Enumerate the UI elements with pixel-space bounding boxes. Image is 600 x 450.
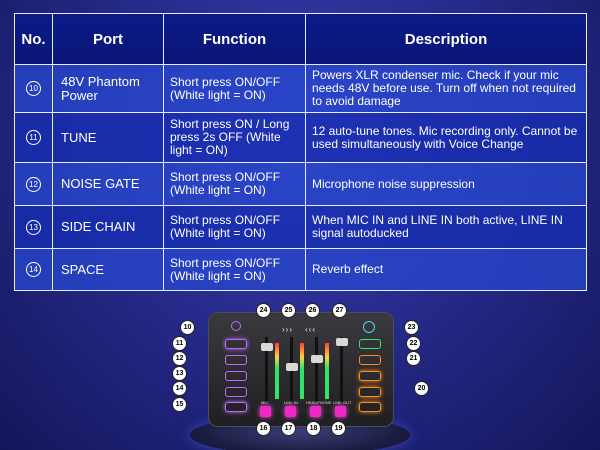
- callout-27: 27: [332, 303, 347, 318]
- number-badge: 11: [26, 130, 41, 145]
- headphone-pad: [310, 406, 321, 417]
- line-in-label: LINE IN: [284, 400, 299, 405]
- port-description: When MIC IN and LINE IN both active, LIN…: [305, 205, 587, 249]
- arrow-right-glyphs: ›››: [282, 325, 293, 334]
- callout-14: 14: [172, 381, 187, 396]
- row-number: 13: [14, 205, 53, 249]
- header-port: Port: [52, 13, 164, 65]
- side-chain-button: [225, 371, 247, 381]
- port-description: Microphone noise suppression: [305, 162, 587, 206]
- callout-12: 12: [172, 351, 187, 366]
- callout-21: 21: [406, 351, 421, 366]
- port-function: Short press ON / Long press 2s OFF (Whit…: [163, 112, 306, 163]
- line-out-fader-knob: [336, 338, 348, 346]
- port-function-table: No. Port Function Description 10 48V Pha…: [14, 13, 587, 291]
- callout-25: 25: [281, 303, 296, 318]
- port-function: Short press ON/OFF (White light = ON): [163, 162, 306, 206]
- number-badge: 12: [26, 176, 41, 192]
- callout-18: 18: [306, 421, 321, 436]
- port-description: Reverb effect: [305, 248, 587, 291]
- port-name: 48V Phantom Power: [52, 64, 164, 113]
- line-in-pad: [285, 406, 296, 417]
- line-in-fader-knob: [286, 363, 298, 371]
- callout-19: 19: [331, 421, 346, 436]
- change-mode-button: [359, 339, 381, 349]
- table-row: 14 SPACE Short press ON/OFF (White light…: [14, 248, 587, 291]
- arrow-left-glyphs: ‹‹‹: [305, 325, 316, 334]
- reverb-button: [225, 402, 247, 412]
- mic-label: MIC: [261, 400, 269, 405]
- noise-gate-button: [225, 355, 247, 365]
- callout-23: 23: [404, 320, 419, 335]
- port-function: Short press ON/OFF (White light = ON): [163, 205, 306, 249]
- line-out-label: LINE OUT: [333, 400, 352, 405]
- table-row: 13 SIDE CHAIN Short press ON/OFF (White …: [14, 205, 587, 249]
- sound-pad-3: [359, 402, 381, 412]
- table-header-row: No. Port Function Description: [14, 13, 587, 65]
- callout-20: 20: [414, 381, 429, 396]
- voice-change-button: [359, 355, 381, 365]
- callout-26: 26: [305, 303, 320, 318]
- port-name: SIDE CHAIN: [52, 205, 164, 249]
- port-description: Powers XLR condenser mic. Check if your …: [305, 64, 587, 113]
- mic-level-meter: [275, 343, 279, 399]
- callout-10: 10: [180, 320, 195, 335]
- row-number: 10: [14, 64, 53, 113]
- phantom-power-button: [231, 321, 241, 331]
- headphone-fader-knob: [311, 355, 323, 363]
- header-description: Description: [305, 13, 587, 65]
- port-name: NOISE GATE: [52, 162, 164, 206]
- space-button: [225, 387, 247, 397]
- table-row: 11 TUNE Short press ON / Long press 2s O…: [14, 112, 587, 163]
- callout-15: 15: [172, 397, 187, 412]
- callout-24: 24: [256, 303, 271, 318]
- mic-fader-track: [265, 337, 268, 403]
- callout-17: 17: [281, 421, 296, 436]
- headphone-fader-track: [315, 337, 318, 403]
- row-number: 12: [14, 162, 53, 206]
- row-number: 11: [14, 112, 53, 163]
- callout-22: 22: [406, 336, 421, 351]
- headphone-level-meter: [325, 343, 329, 399]
- headphone-label: HEADPHONE: [306, 400, 332, 405]
- row-number: 14: [14, 248, 53, 291]
- port-name: SPACE: [52, 248, 164, 291]
- sound-pad-1: [359, 371, 381, 381]
- header-function: Function: [163, 13, 306, 65]
- number-badge: 13: [26, 219, 41, 235]
- header-no: No.: [14, 13, 53, 65]
- mixer-device-illustration: ››› ‹‹‹ MIC LINE IN HEADPHONE LINE OUT 1…: [150, 300, 450, 450]
- tune-button: [225, 339, 247, 349]
- line-out-fader-track: [340, 337, 343, 403]
- port-function: Short press ON/OFF (White light = ON): [163, 64, 306, 113]
- mode-knob: [363, 321, 375, 333]
- port-name: TUNE: [52, 112, 164, 163]
- port-description: 12 auto-tune tones. Mic recording only. …: [305, 112, 587, 163]
- sound-pad-2: [359, 387, 381, 397]
- callout-13: 13: [172, 366, 187, 381]
- mixer-body: ››› ‹‹‹ MIC LINE IN HEADPHONE LINE OUT: [208, 312, 394, 427]
- callout-11: 11: [172, 336, 187, 351]
- number-badge: 14: [26, 262, 41, 277]
- number-badge: 10: [26, 81, 41, 96]
- table-row: 12 NOISE GATE Short press ON/OFF (White …: [14, 162, 587, 206]
- line-out-pad: [335, 406, 346, 417]
- table-row: 10 48V Phantom Power Short press ON/OFF …: [14, 64, 587, 113]
- mic-fader-knob: [261, 343, 273, 351]
- port-function: Short press ON/OFF (White light = ON): [163, 248, 306, 291]
- mic-pad: [260, 406, 271, 417]
- callout-16: 16: [256, 421, 271, 436]
- line-in-level-meter: [300, 343, 304, 399]
